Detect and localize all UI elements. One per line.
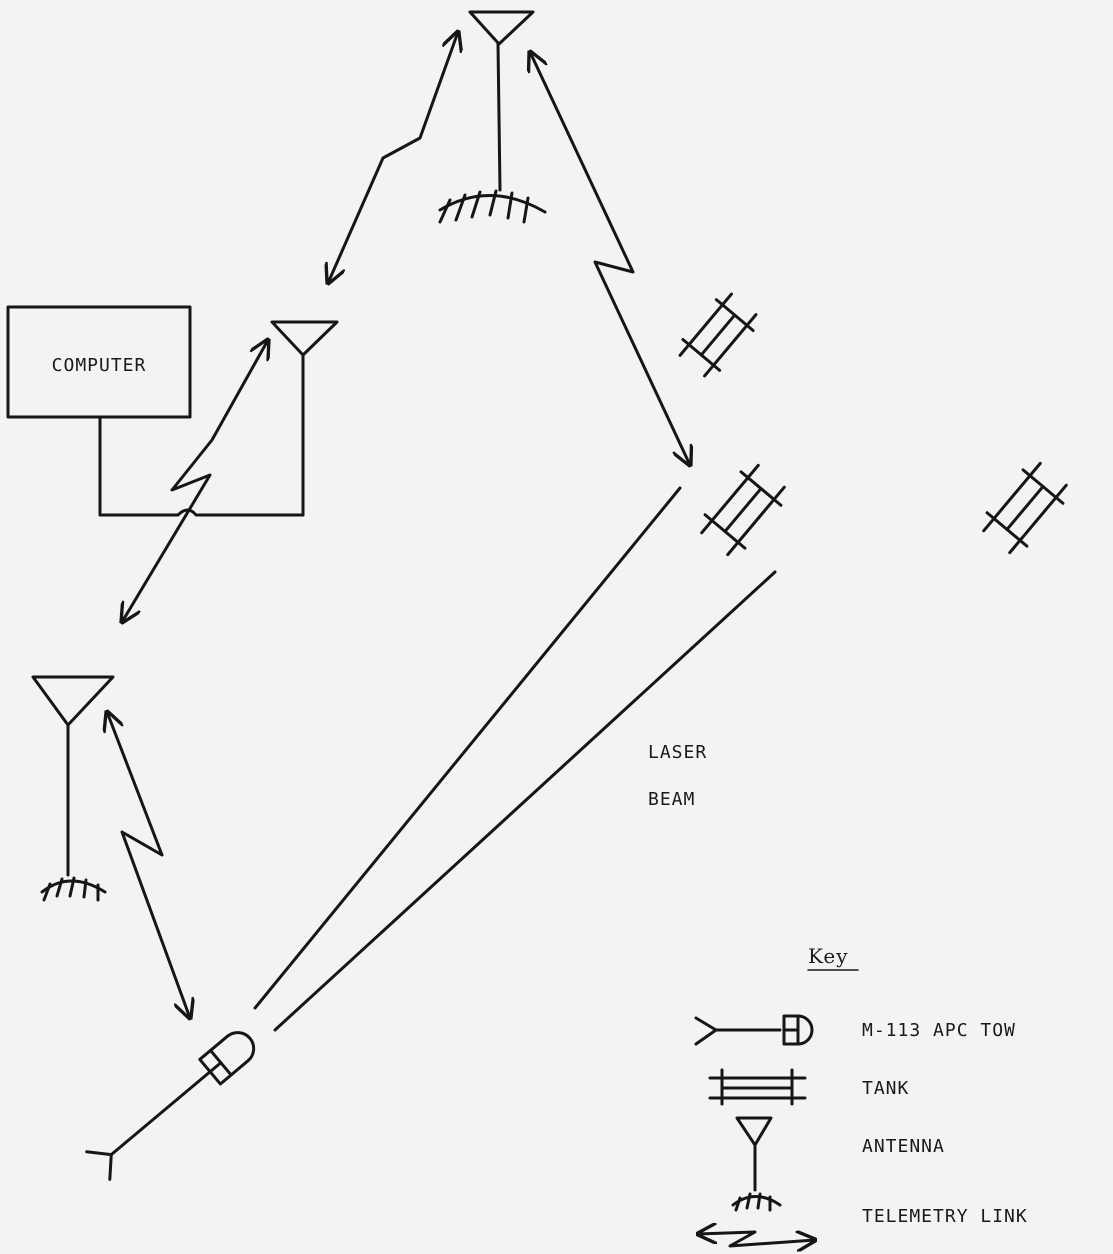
antenna-computer (270, 320, 339, 517)
key-label-telemetry: TELEMETRY LINK (862, 1206, 1028, 1227)
laser-label-line2: BEAM (648, 789, 695, 810)
tank-right (982, 461, 1068, 555)
key-label-apc: M-113 APC TOW (862, 1020, 1016, 1041)
laser-beam-edge-upper (253, 486, 682, 1010)
key-label-antenna: ANTENNA (862, 1136, 945, 1157)
laser-label-line1: LASER (648, 742, 707, 763)
telemetry-link-top-left (328, 32, 458, 283)
key-apc-symbol (694, 1014, 814, 1046)
laser-beam-edge-lower (273, 570, 777, 1032)
tank-target (700, 463, 786, 557)
key-legend: Key M-113 APC TOW TANK (694, 944, 1028, 1246)
tank-upper (678, 292, 758, 378)
key-tank-symbol (708, 1068, 807, 1106)
key-antenna-symbol (731, 1116, 782, 1212)
antenna-top (438, 10, 547, 224)
apc-tow (85, 1031, 256, 1181)
computer-wire (98, 415, 305, 517)
key-telemetry-symbol (698, 1232, 815, 1246)
computer-label: COMPUTER (52, 355, 147, 376)
telemetry-link-left (107, 712, 190, 1018)
telemetry-link-computer (122, 340, 268, 622)
telemetry-link-top-right (530, 52, 690, 465)
key-label-tank: TANK (862, 1078, 909, 1099)
antenna-left (31, 675, 115, 902)
key-title: Key (808, 944, 849, 968)
computer-box: COMPUTER (6, 305, 192, 419)
